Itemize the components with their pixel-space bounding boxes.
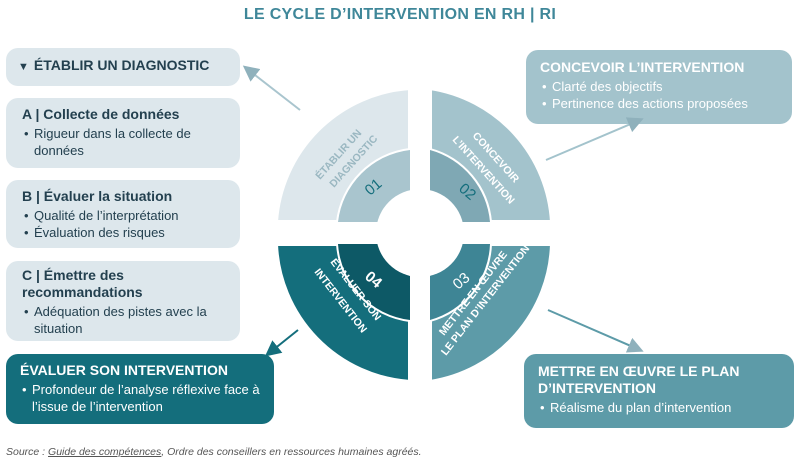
box-concevoir-intervention: CONCEVOIR L’INTERVENTION Clarté des obje… <box>526 50 792 124</box>
box-evaluer-intervention: ÉVALUER SON INTERVENTION Profondeur de l… <box>6 354 274 424</box>
box-evaluer-situation-title: B | Évaluer la situation <box>22 188 173 204</box>
page-title: LE CYCLE D’INTERVENTION EN RH | RI <box>243 6 557 23</box>
box-concevoir-item: Pertinence des actions proposées <box>540 95 780 112</box>
arrow-to-concevoir <box>545 117 644 161</box>
triangle-down-icon: ▼ <box>18 61 29 73</box>
box-emettre-recommandations: C | Émettre des recommandations Adéquati… <box>6 261 240 341</box>
box-collecte-item: Rigueur dans la collecte de données <box>22 125 228 159</box>
box-evaluer-situation: B | Évaluer la situation Qualité de l’in… <box>6 180 240 248</box>
box-concevoir-item: Clarté des objectifs <box>540 78 780 95</box>
box-etablir-diagnostic-label: ÉTABLIR UN DIAGNOSTIC <box>33 57 210 73</box>
box-mettre-title: METTRE EN ŒUVRE LE PLAN D’INTERVENTION <box>538 363 740 396</box>
arrow-to-diagnostic <box>242 65 301 111</box>
box-evaluer-intervention-item: Profondeur de l’analyse réflexive face à… <box>20 381 272 415</box>
box-etablir-diagnostic: ▼ ÉTABLIR UN DIAGNOSTIC <box>6 48 240 86</box>
source-note: Source : Guide des compétences, Ordre de… <box>6 446 422 458</box>
box-evaluer-situation-item: Évaluation des risques <box>22 224 228 241</box>
source-link[interactable]: Guide des compétences <box>48 446 162 458</box>
box-evaluer-situation-item: Qualité de l’interprétation <box>22 207 228 224</box>
arrow-to-evaluer <box>264 329 299 357</box>
box-concevoir-title: CONCEVOIR L’INTERVENTION <box>540 59 745 75</box>
box-collecte-title: A | Collecte de données <box>22 106 180 122</box>
ring-center <box>376 189 464 277</box>
box-emettre-title: C | Émettre des recommandations <box>22 267 143 300</box>
box-mettre-item: Réalisme du plan d’intervention <box>538 399 782 416</box>
source-suffix: , Ordre des conseillers en ressources hu… <box>161 446 422 458</box>
box-emettre-item: Adéquation des pistes avec la situation <box>22 303 214 337</box>
ring-segment-04-inner <box>338 244 410 320</box>
box-collecte-donnees: A | Collecte de données Rigueur dans la … <box>6 98 240 168</box>
source-prefix: Source : <box>6 446 49 458</box>
arrow-to-mettre <box>547 309 644 353</box>
box-mettre-en-oeuvre: METTRE EN ŒUVRE LE PLAN D’INTERVENTION R… <box>524 354 794 428</box>
box-evaluer-intervention-title: ÉVALUER SON INTERVENTION <box>20 362 228 378</box>
